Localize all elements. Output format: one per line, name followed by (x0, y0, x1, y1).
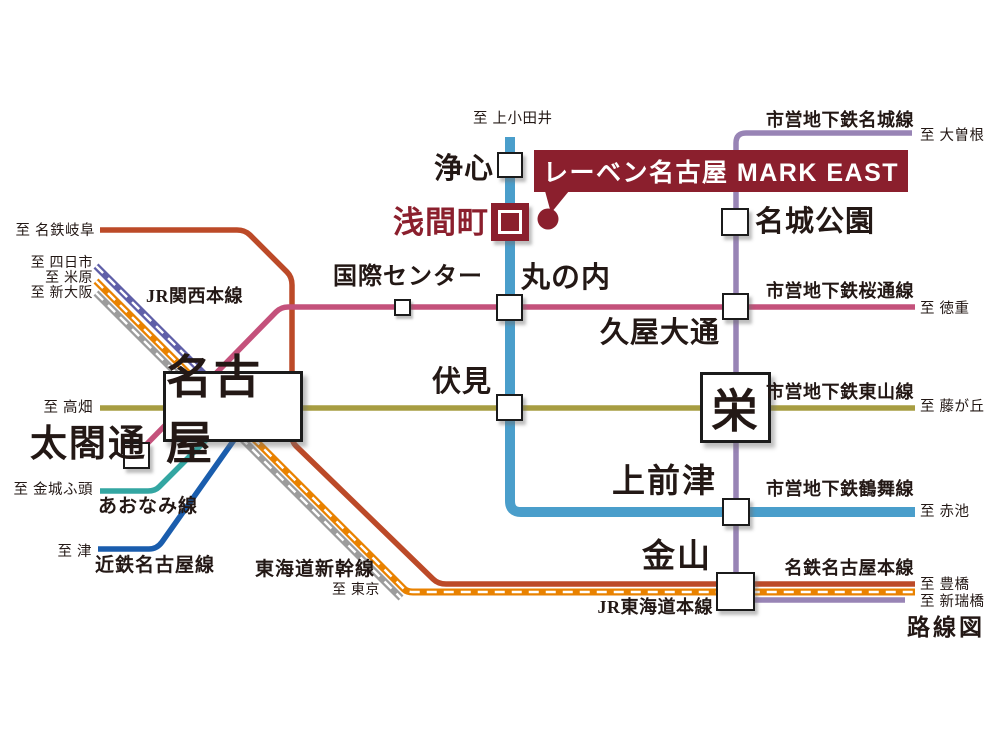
dest-label-tokyo: 至 東京 (332, 581, 380, 597)
station-label-nagoya: 名古屋 (166, 351, 262, 469)
line-label-aonami: あおなみ線 (98, 496, 199, 517)
station-marker-joshin (497, 152, 523, 178)
station-marker-meijo-koen (721, 208, 749, 236)
line-label-kintetsu: 近鉄名古屋線 (95, 555, 216, 576)
line-label-meijo: 市営地下鉄名城線 (766, 110, 914, 130)
aonami-line (100, 438, 208, 494)
jr-kansai-line-dashes (95, 265, 217, 387)
station-label-kokusai-center: 国際センター (333, 264, 483, 290)
shinkansen-line-dashes (95, 292, 402, 599)
map-title: 路線図 (907, 614, 985, 640)
dest-label-shin-osaka: 至 新大阪 (30, 284, 93, 300)
station-label-kamimaezu: 上前津 (612, 464, 717, 500)
station-label-asamacho: 浅間町 (393, 205, 489, 240)
dest-label-toyohashi: 至 豊橋 (920, 577, 970, 593)
dest-label-ozone: 至 大曽根 (920, 128, 985, 144)
asamacho-marker-ring (498, 210, 522, 234)
station-label-marunouchi: 丸の内 (521, 262, 612, 294)
dest-label-kami-otai: 至 上小田井 (473, 111, 553, 127)
station-marker-fushimi (496, 394, 523, 421)
dest-label-meitetsu-gifu: 至 名鉄岐阜 (15, 223, 95, 239)
property-banner: レーベン名古屋 MARK EAST (534, 150, 908, 192)
dest-label-fujigaoka: 至 藤が丘 (920, 399, 985, 415)
line-label-shinkansen: 東海道新幹線 (255, 559, 376, 580)
dest-label-akaike: 至 赤池 (920, 504, 970, 520)
station-marker-kanayama (716, 572, 755, 611)
station-box-nagoya: 名古屋 (163, 352, 303, 469)
dest-label-tokushige: 至 徳重 (920, 301, 970, 317)
dest-label-tsu: 至 津 (57, 544, 92, 560)
station-label-sakae: 栄 (711, 385, 760, 437)
dest-label-kinjo-futo: 至 金城ふ頭 (13, 482, 93, 498)
station-box-sakae: 栄 (700, 372, 771, 443)
station-marker-asamacho (491, 203, 529, 241)
line-label-sakuradori: 市営地下鉄桜通線 (766, 281, 914, 301)
station-label-kanayama: 金山 (642, 539, 712, 575)
line-label-meitetsu: 名鉄名古屋本線 (784, 558, 914, 578)
station-marker-kokusai-center (394, 299, 411, 316)
station-marker-taikodori (123, 442, 150, 469)
station-label-fushimi: 伏見 (431, 366, 492, 398)
jr-tokaido-line-dashes (95, 280, 915, 594)
kintetsu-line (98, 438, 237, 552)
station-label-joshin: 浄心 (433, 153, 494, 185)
dest-label-maibara: 至 米原 (45, 269, 93, 285)
line-label-jr-tokaido: JR東海道本線 (597, 597, 713, 617)
banner-callout-tail (545, 191, 569, 213)
meijo-line (733, 130, 912, 603)
tsurumai-line (505, 137, 915, 517)
station-label-hisaya-odori: 久屋大通 (600, 317, 721, 349)
sakuradori-line (137, 304, 915, 454)
line-label-tsurumai: 市営地下鉄鶴舞線 (766, 479, 914, 499)
banner-callout-dot (537, 208, 559, 230)
dest-label-yokkaichi: 至 四日市 (30, 254, 93, 270)
line-label-higashiyama: 市営地下鉄東山線 (766, 382, 914, 402)
meitetsu-line (100, 227, 915, 587)
station-label-meijo-koen: 名城公園 (755, 206, 876, 238)
station-marker-kamimaezu (722, 498, 750, 526)
line-label-jr-kansai: JR関西本線 (146, 286, 243, 306)
station-label-taikodori: 太閤通 (30, 424, 147, 465)
dest-label-takabata: 至 高畑 (43, 400, 93, 416)
station-marker-marunouchi (496, 294, 523, 321)
dest-label-aratamabashi: 至 新瑞橋 (920, 594, 985, 610)
station-marker-hisaya-odori (722, 293, 749, 320)
property-banner-label: レーベン名古屋 MARK EAST (542, 159, 900, 187)
